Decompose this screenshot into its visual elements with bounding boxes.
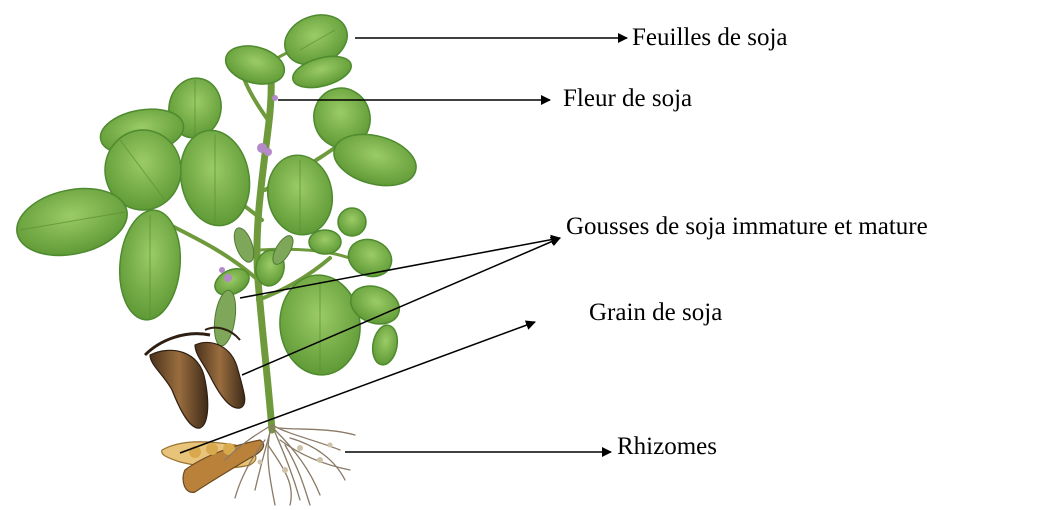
leaf [221,40,288,90]
leaf [343,234,397,283]
label-pods: Gousses de soja immature et mature [566,212,928,242]
leaf [370,323,401,367]
label-rhizomes: Rhizomes [617,432,717,462]
leaf [309,230,341,254]
label-flower: Fleur de soja [563,84,692,114]
label-leaves: Feuilles de soja [632,23,788,53]
leaf [338,208,366,236]
label-grain: Grain de soja [589,298,722,328]
mature-pods [145,328,245,428]
